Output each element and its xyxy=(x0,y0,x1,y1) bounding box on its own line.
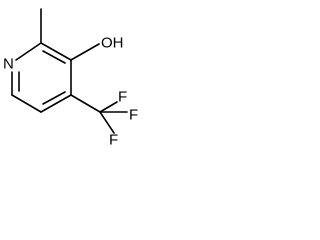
fluorine-label-top: F xyxy=(118,89,127,106)
nitrogen-label: N xyxy=(3,56,14,73)
pyridine-ring xyxy=(11,42,72,113)
hydroxyl-label: OH xyxy=(101,35,124,52)
bond-c2-c3 xyxy=(40,42,72,61)
fluorine-label-bottom: F xyxy=(109,132,118,149)
chemical-structure: N OH F F F xyxy=(3,8,138,149)
hydroxyl-bond xyxy=(70,43,100,61)
bond-c4-c5-inner xyxy=(42,91,66,105)
cf-bond-bottom xyxy=(99,111,115,134)
fluorine-label-right: F xyxy=(129,107,138,124)
cf-bond-top xyxy=(99,101,118,113)
bond-c5-c6 xyxy=(11,94,42,113)
cf3-bond xyxy=(70,94,101,113)
bond-n1-c2 xyxy=(15,42,42,61)
bond-c4-c5 xyxy=(40,94,72,113)
bond-c2-c3-inner xyxy=(42,50,66,64)
